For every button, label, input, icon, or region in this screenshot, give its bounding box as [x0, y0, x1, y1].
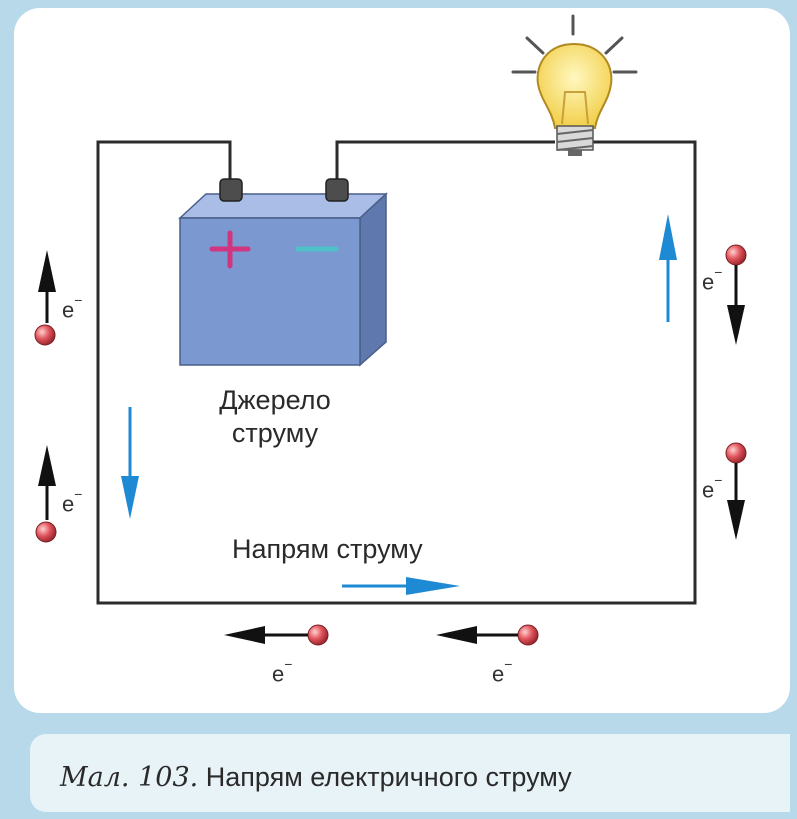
electron-left-bottom [35, 445, 57, 543]
bulb-icon [511, 14, 638, 156]
source-label: Джерело струму [180, 384, 370, 450]
current-direction-label: Напрям струму [232, 534, 423, 564]
current-arrow-right [659, 214, 677, 322]
battery [178, 178, 388, 367]
caption-text: Напрям електричного струму [205, 762, 572, 792]
source-label-line1: Джерело [219, 385, 331, 415]
current-arrow-bottom [342, 577, 460, 595]
source-label-line2: струму [231, 418, 319, 448]
electron-label: e− [272, 656, 293, 687]
diagram-panel [14, 8, 790, 713]
electron-label: e− [62, 292, 83, 323]
figure-caption: Мал. 103. Напрям електричного струму [60, 762, 572, 793]
current-arrow-left [121, 407, 139, 519]
positive-terminal [219, 178, 243, 202]
electron-bottom-left [224, 624, 329, 646]
circuit-wire [96, 140, 697, 605]
electron-label: e− [62, 486, 83, 517]
electron-left-top [34, 250, 56, 346]
electron-label: e− [702, 264, 723, 295]
caption-bar [30, 734, 790, 812]
electron-right-bottom [725, 442, 747, 540]
electron-bottom-right [436, 624, 539, 646]
electron-label: e− [702, 472, 723, 503]
figure-number: Мал. 103. [60, 762, 199, 793]
plus-sign [209, 230, 251, 269]
electron-right-top [725, 244, 747, 345]
electron-label: e− [492, 656, 513, 687]
negative-terminal [325, 178, 349, 202]
